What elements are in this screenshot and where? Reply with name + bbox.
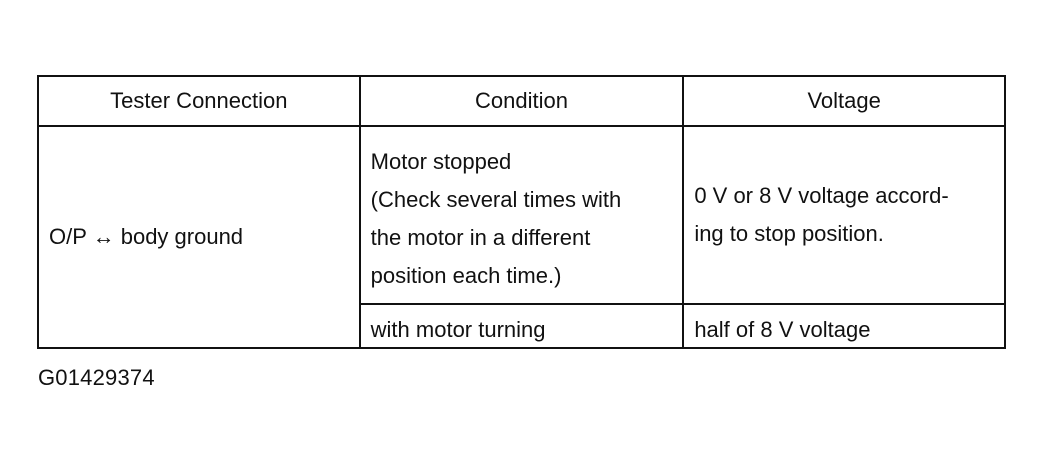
condition-line: with motor turning bbox=[370, 317, 546, 342]
voltage-line: ing to stop position. bbox=[694, 221, 884, 246]
voltage-line: 0 V or 8 V voltage accord- bbox=[694, 183, 949, 208]
condition-cell-motor-stopped: Motor stopped (Check several times with … bbox=[358, 125, 685, 305]
condition-line: position each time.) bbox=[370, 263, 562, 288]
condition-line: Motor stopped bbox=[370, 149, 512, 174]
voltage-line: half of 8 V voltage bbox=[694, 317, 871, 342]
table-row: with motor turning half of 8 V voltage bbox=[38, 303, 1006, 349]
figure-id: G01429374 bbox=[38, 365, 155, 390]
table-header-row: Tester Connection Condition Voltage bbox=[37, 75, 1006, 127]
tester-connection-cell: O/P ↔ body ground bbox=[37, 125, 361, 349]
table-row: O/P ↔ body ground Motor stopped (Check s… bbox=[37, 125, 1006, 349]
condition-cell-motor-turning: with motor turning bbox=[358, 303, 685, 349]
tester-spec-table: Tester Connection Condition Voltage O/P … bbox=[37, 75, 1006, 349]
header-tester-connection: Tester Connection bbox=[37, 75, 361, 127]
voltage-cell-motor-turning: half of 8 V voltage bbox=[682, 303, 1006, 349]
header-condition: Condition bbox=[358, 75, 685, 127]
header-voltage: Voltage bbox=[682, 75, 1006, 127]
condition-line: the motor in a different bbox=[370, 225, 591, 250]
voltage-cell-motor-stopped: 0 V or 8 V voltage accord- ing to stop p… bbox=[682, 125, 1006, 305]
condition-line: (Check several times with bbox=[370, 187, 622, 212]
